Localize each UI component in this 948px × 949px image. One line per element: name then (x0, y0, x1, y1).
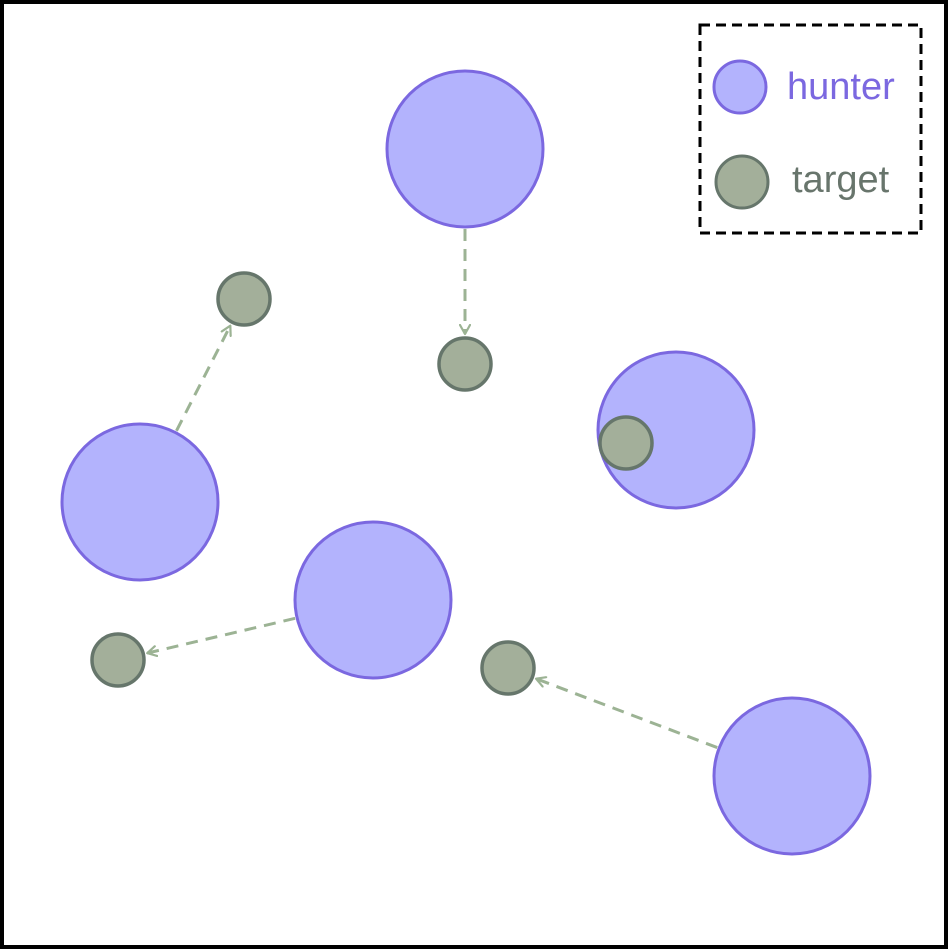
legend-target-label: target (792, 159, 890, 201)
pursuit-arrow-3 (147, 616, 296, 653)
pursuit-arrow-4 (536, 679, 718, 749)
hunter-5-node (712, 696, 872, 856)
target-5-node (480, 640, 536, 696)
hunters-layer (60, 69, 872, 856)
targets-layer (90, 271, 654, 696)
legend-target-marker (714, 154, 770, 210)
target-1-node (437, 336, 493, 392)
legend-hunter-label: hunter (787, 66, 895, 108)
legend: hunter target (698, 23, 923, 235)
target-3-node (598, 415, 654, 471)
hunter-1-node (385, 69, 545, 229)
arrows-layer (147, 229, 718, 749)
target-2-node (216, 271, 272, 327)
target-4-node (90, 632, 146, 688)
hunter-3-node (596, 350, 756, 510)
hunter-4-node (293, 520, 453, 680)
hunter-2-node (60, 422, 220, 582)
legend-hunter-marker (712, 59, 768, 115)
